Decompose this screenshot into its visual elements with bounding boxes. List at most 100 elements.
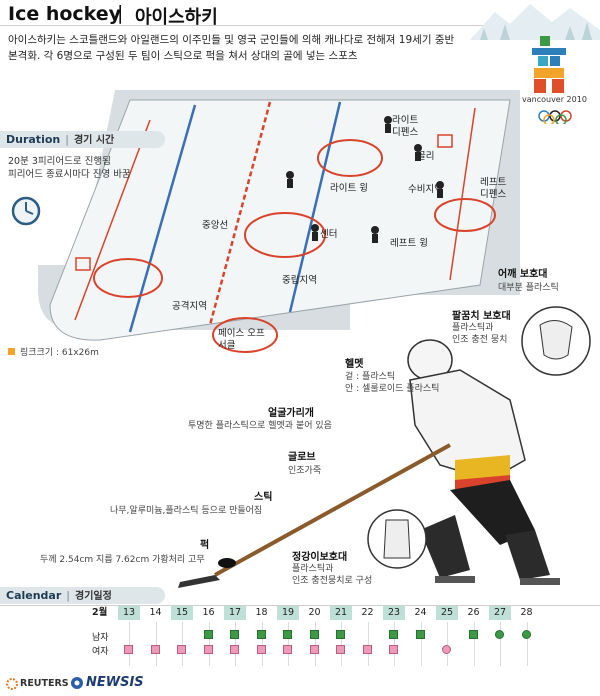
calendar-gridline [473,622,475,666]
goal-line-right [449,107,476,281]
calendar-title-ko: 경기일정 [75,591,112,602]
reuters-credit: REUTERS [20,678,69,689]
calendar-day-14: 14 [149,607,162,618]
women-mark-20 [309,645,319,654]
mountain-decoration [470,4,600,40]
pants-shape [450,480,535,545]
men-mark-24 [415,630,425,639]
stick-desc: 나무,알루미늄,플라스틱 등으로 만들어짐 [110,506,263,516]
duration-line-2: 피리어드 종료시마다 진영 바꿈 [8,169,131,180]
men-mark-21 [336,630,345,639]
women-mark-25 [442,645,451,654]
center-line [208,101,272,326]
logo-text: vancouver 2010 [522,95,587,104]
calendar-day-23: 23 [383,606,405,620]
shin-guard-icon [367,509,427,569]
reuters-logo-icon [6,678,18,690]
calendar-gridline [208,622,210,666]
calendar-day-18: 18 [255,607,268,618]
calendar-day-25: 25 [436,606,458,620]
calendar-title-en: Calendar [6,589,62,602]
men-mark-23 [389,630,398,639]
men-mark-16 [203,630,213,639]
women-mark-15 [177,645,186,654]
calendar-day-16: 16 [202,607,215,618]
men-row-label: 남자 [92,633,109,643]
calendar-gridline [367,622,369,666]
label-attack-zone: 공격지역 [172,301,207,312]
women-mark-19 [283,645,292,654]
calendar-gridline [129,622,130,666]
calendar-day-28: 28 [520,607,533,618]
men-mark-28 [521,630,531,639]
women-mark-18 [256,645,266,654]
women-row-label: 여자 [92,647,109,657]
women-mark-22 [362,645,372,654]
skate-left [435,576,475,583]
women-mark-17 [230,645,239,654]
calendar-day-20: 20 [308,607,321,618]
label-faceoff-circle: 페이스 오프 서클 [218,328,265,351]
newsis-credit: NEWSIS [86,675,144,690]
calendar-gridline [420,622,422,666]
visor-desc: 투명한 플라스틱으로 헬멧과 붙어 있음 [188,421,332,431]
title-divider [0,25,560,26]
shoulder-pad-title: 어깨 보호대 [498,269,548,280]
label-neutral-zone: 중립지역 [282,275,317,286]
calendar-gridline [447,622,448,666]
women-mark-14 [150,645,160,654]
label-left-defense: 레프트 디펜스 [480,177,507,200]
calendar-day-22: 22 [361,607,374,618]
footer: REUTERS NEWSIS [0,672,600,696]
women-mark-21 [336,645,345,654]
newsis-logo-icon [71,677,83,689]
shin-guard-desc: 플라스틱과 인조 충전뭉치로 구성 [292,564,373,586]
center-circle [244,212,326,258]
helmet-title: 헬멧 [345,359,364,370]
stick-title: 스틱 [254,492,273,503]
calendar-gridline [526,622,528,666]
helmet-desc-outer: 겉 : 플라스틱 [345,372,396,382]
glove-title: 글로브 [288,452,316,463]
faceoff-circle-1 [317,139,383,177]
calendar-gridline [235,622,236,666]
men-mark-17 [230,630,239,639]
page-title-en: Ice hockey [8,3,122,25]
calendar-gridline [500,622,501,666]
leg-right [505,530,550,580]
calendar-separator: | [66,589,70,602]
duration-title-en: Duration [6,133,61,146]
men-mark-27 [495,630,504,639]
skate-right [520,578,560,585]
women-mark-23 [389,645,398,654]
player-figures [286,116,444,243]
glove-desc: 인조가죽 [288,466,322,476]
calendar-gridline [155,622,157,666]
label-defense-zone: 수비지역 [408,184,443,195]
calendar-day-21: 21 [330,606,352,620]
puck-title: 퍽 [200,540,210,551]
women-mark-13 [124,645,133,654]
faceoff-circle-2 [434,198,496,232]
hockey-player-illustration [407,339,560,585]
intro-text: 아이스하키는 스코틀랜드와 아일랜드의 이주민들 및 영국 군인들에 의해 캐나… [8,32,508,64]
helmet-desc-inner: 안 : 셀룰로이드 플라스틱 [345,384,440,394]
duration-desc: 20분 3피리어드로 진행됨 피리어드 종료시마다 진영 바꿈 [8,155,131,181]
blue-line-right [288,101,342,313]
calendar-gridline [341,622,342,666]
clock-icon [11,196,41,226]
blue-line-left [128,104,197,333]
calendar-gridline [394,622,395,666]
rink-ice [49,99,511,341]
faceoff-circle-4 [212,317,278,353]
label-center: 센터 [320,229,338,240]
calendar-day-13: 13 [118,606,140,620]
hockey-stick [178,443,451,588]
label-left-wing: 레프트 윙 [390,238,428,249]
shin-guard-title: 정강이보호대 [292,552,348,563]
page-title-ko: 아이스하키 [135,7,218,28]
title-separator: | [117,2,124,24]
duration-separator: | [65,133,69,146]
